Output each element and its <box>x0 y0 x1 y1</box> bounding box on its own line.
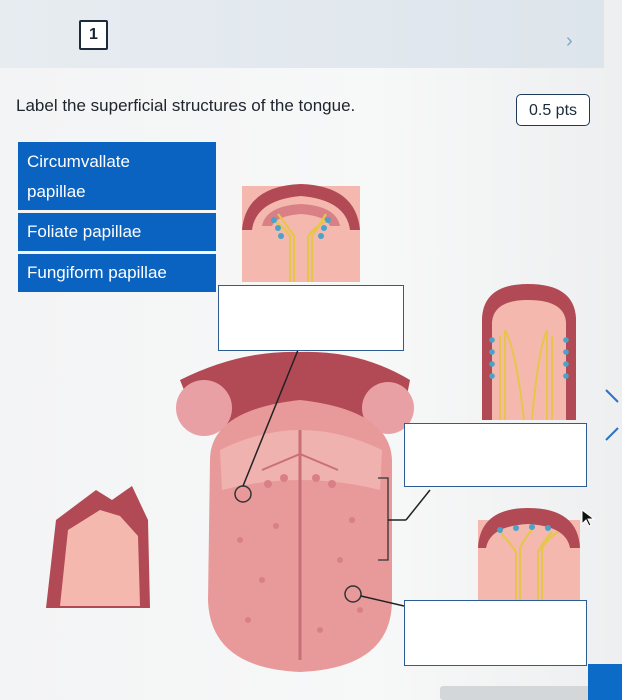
fungiform-inset-illustration <box>478 508 580 602</box>
question-number: 1 <box>79 20 108 50</box>
chevron-right-icon[interactable]: › <box>566 30 573 52</box>
label-chip-circumvallate[interactable]: Circumvallate papillae <box>18 142 216 210</box>
drop-target-2[interactable] <box>404 423 587 487</box>
drop-target-1[interactable] <box>218 285 404 351</box>
foliate-inset-illustration <box>482 284 576 421</box>
label-chip-text: Foliate papillae <box>27 222 142 241</box>
label-chip-text: papillae <box>27 182 86 201</box>
points-badge: 0.5 pts <box>516 94 590 126</box>
check-answer-button[interactable] <box>440 686 590 700</box>
label-chip-fungiform[interactable]: Fungiform papillae <box>18 254 216 292</box>
label-chip-foliate[interactable]: Foliate papillae <box>18 213 216 251</box>
label-chip-text: Circumvallate <box>27 152 130 171</box>
tongue-main-illustration <box>176 349 431 672</box>
question-prompt: Label the superficial structures of the … <box>16 96 356 115</box>
circumvallate-inset-illustration <box>242 184 360 282</box>
tongue-edge-fragment <box>46 486 150 608</box>
cursor-icon <box>581 509 596 527</box>
drop-target-3[interactable] <box>404 600 587 666</box>
label-chip-text: Fungiform papillae <box>27 263 167 282</box>
edge-arrow-icon <box>605 389 619 441</box>
next-corner-button[interactable] <box>588 664 622 700</box>
